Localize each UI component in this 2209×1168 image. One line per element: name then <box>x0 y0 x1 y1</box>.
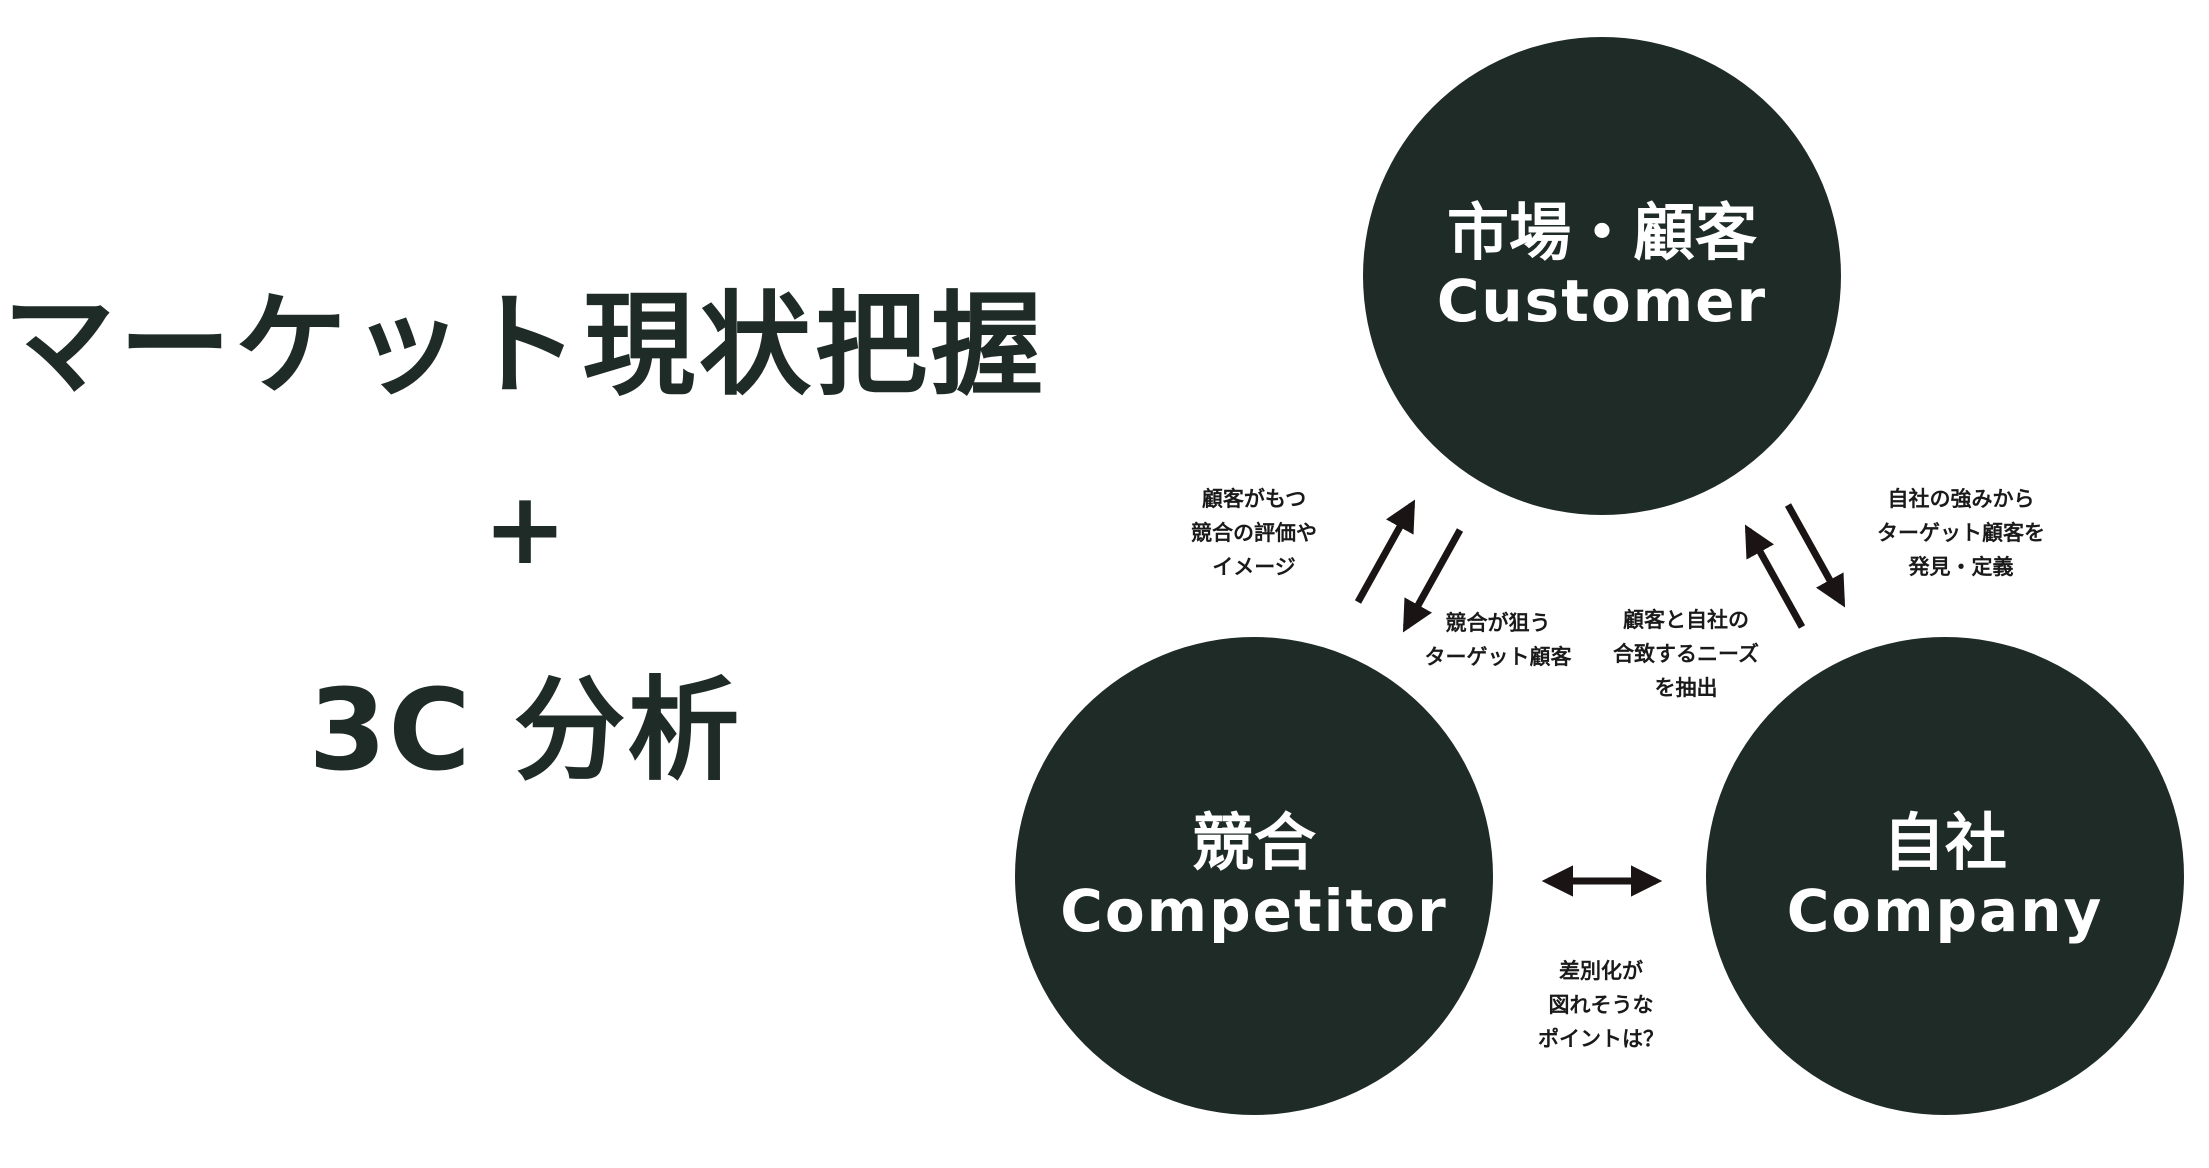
competitor-label-jp: 競合 <box>1191 806 1316 879</box>
competitor-label-en: Competitor <box>1060 877 1448 946</box>
arrow-customer-to-competitor <box>1402 528 1464 633</box>
company-circle: 自社 Company <box>1706 637 2184 1115</box>
company-label-en: Company <box>1786 877 2104 946</box>
arrow-competitor-to-customer <box>1354 499 1416 604</box>
company-label-jp: 自社 <box>1882 806 2007 879</box>
arrow-customer-to-company <box>1784 503 1846 608</box>
plus-sign: + <box>483 470 567 587</box>
customer-label-en: Customer <box>1436 267 1768 336</box>
customer-circle: 市場・顧客 Customer <box>1363 37 1841 515</box>
note-differentiation: 差別化が 図れそうな ポイントは？ <box>1538 959 1664 1051</box>
note-company-strengths: 自社の強みから ターゲット顧客を 発見・定義 <box>1877 487 2045 579</box>
arrow-company-to-customer <box>1744 524 1806 629</box>
note-matching-needs: 顧客と自社の 合致するニーズ を抽出 <box>1613 608 1759 700</box>
analysis-title: 3C 分析 <box>308 666 742 796</box>
note-customer-view-of-competitor: 顧客がもつ 競合の評価や イメージ <box>1191 487 1317 579</box>
competitor-circle: 競合 Competitor <box>1015 637 1493 1115</box>
note-competitor-target-customer: 競合が狙う ターゲット顧客 <box>1424 611 1572 669</box>
main-title: マーケット現状把握 <box>3 281 1047 411</box>
customer-label-jp: 市場・顧客 <box>1446 196 1757 269</box>
